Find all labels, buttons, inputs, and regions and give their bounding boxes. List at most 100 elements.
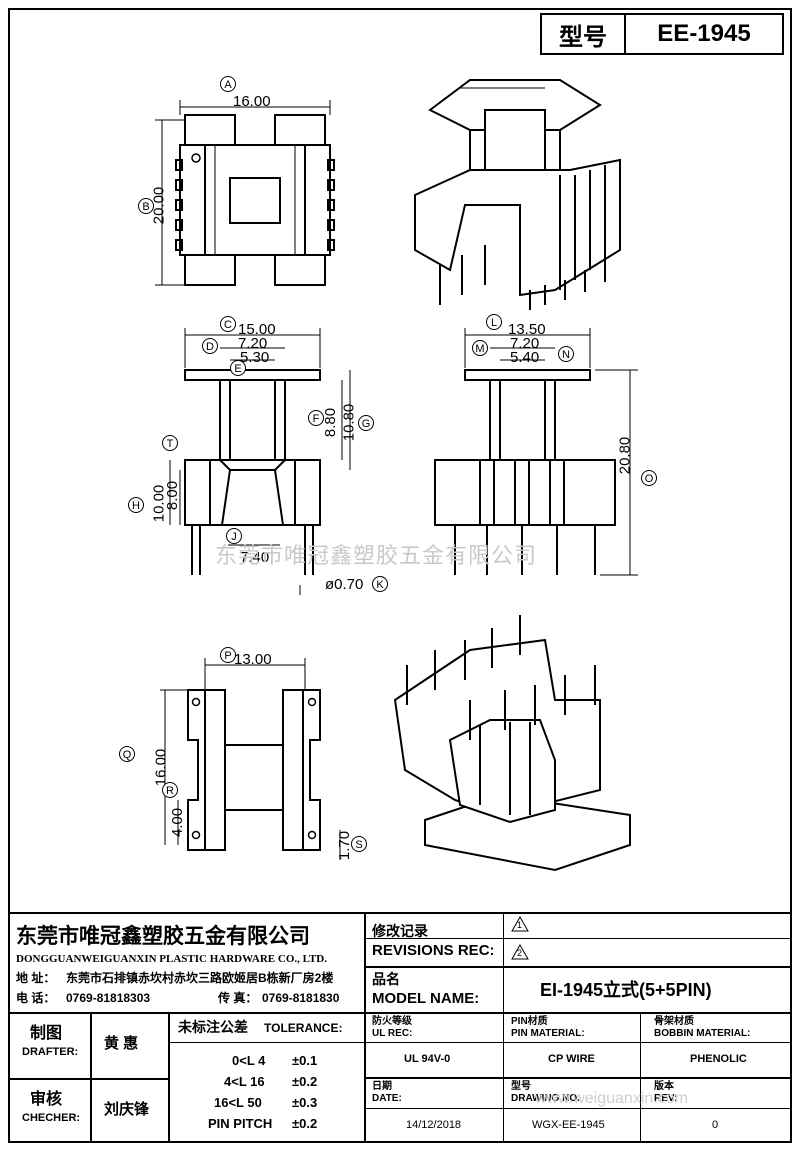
revisions-label-en: REVISIONS REC: <box>372 942 495 959</box>
tb-line-rev <box>364 938 792 939</box>
tol-value-0: ±0.1 <box>292 1053 318 1068</box>
side-view <box>434 369 616 575</box>
drawing-frame <box>8 8 792 1143</box>
dim-S: 1.70 <box>336 830 354 861</box>
pin-label-cn: PIN材质 <box>511 1016 548 1027</box>
dim-N: 5.40 <box>510 349 540 366</box>
drawing-value: WGX-EE-1945 <box>532 1119 605 1131</box>
rev-value: 0 <box>712 1119 719 1131</box>
tol-range-0: 0<L 4 <box>232 1053 266 1068</box>
type-label-cell: 型号 <box>540 13 626 55</box>
revisions-label-cn: 修改记录 <box>372 923 428 939</box>
tol-value-1: ±0.2 <box>292 1074 318 1089</box>
dim-D: 7.20 <box>238 335 268 352</box>
fax-label: 传 真： <box>218 991 258 1005</box>
bobbin-label-cn: 骨架材质 <box>654 1016 694 1027</box>
tb-vdiv-drafter <box>90 1012 92 1143</box>
bottom-view <box>187 689 321 851</box>
tb-vdiv-rev <box>503 912 504 966</box>
ul-value: UL 94V-0 <box>404 1053 451 1065</box>
dim-H: 10.00 <box>150 484 168 523</box>
label-R: R <box>162 782 178 798</box>
label-B: B <box>138 198 154 214</box>
tol-value-2: ±0.3 <box>292 1095 318 1110</box>
label-S: S <box>351 836 367 852</box>
tb-line-drafter <box>8 1078 168 1080</box>
iso-view-1 <box>414 79 621 310</box>
address: 东莞市石排镇赤坎村赤坎三路欧姬居B栋新厂房2楼 <box>66 971 334 985</box>
tolerance-title-cn: 未标注公差 <box>178 1019 248 1035</box>
label-L: L <box>486 314 502 330</box>
date-label-en: DATE: <box>372 1093 402 1104</box>
revision-mark-1: 1 <box>511 915 529 932</box>
tb-line-spec3 <box>364 1108 792 1109</box>
tol-range-1: 4<L 16 <box>224 1074 265 1089</box>
front-view <box>184 369 321 575</box>
iso-view-2 <box>393 615 631 872</box>
tb-top-line <box>8 912 792 914</box>
date-value: 14/12/2018 <box>406 1119 462 1131</box>
bobbin-label-en: BOBBIN MATERIAL: <box>654 1028 751 1039</box>
tb-vdiv-1 <box>364 912 366 1012</box>
ul-label-cn: 防火等级 <box>372 1016 412 1027</box>
tb-line-mid <box>8 1012 792 1014</box>
tb-line-spec2 <box>364 1077 792 1079</box>
label-M: M <box>472 340 488 356</box>
fax: 0769-8181830 <box>262 991 340 1005</box>
label-E: E <box>230 360 246 376</box>
tolerance-title-en: TOLERANCE: <box>264 1021 343 1035</box>
label-A: A <box>220 76 236 92</box>
checker-label-en: CHECHER: <box>22 1112 81 1124</box>
tol-range-2: 16<L 50 <box>214 1095 262 1110</box>
checker-name: 刘庆锋 <box>104 1101 150 1118</box>
tel-label: 电 话： <box>16 991 56 1005</box>
drawing-label-cn: 型号 <box>511 1081 531 1092</box>
tb-vdiv-tol <box>168 1012 170 1143</box>
label-N: N <box>558 346 574 362</box>
model-label-en: MODEL NAME: <box>372 990 480 1007</box>
dim-F: 8.80 <box>322 407 340 438</box>
tol-range-3: PIN PITCH <box>208 1116 273 1131</box>
rev-label-en: REV: <box>654 1093 678 1104</box>
tb-line-model <box>364 966 792 968</box>
checker-label-cn: 审核 <box>30 1091 63 1108</box>
label-G: G <box>358 415 374 431</box>
bobbin-value: PHENOLIC <box>690 1053 747 1065</box>
rev-label-cn: 版本 <box>654 1081 674 1092</box>
label-F: F <box>308 410 324 426</box>
tb-line-spec1 <box>364 1042 792 1043</box>
dim-J: 7.40 <box>240 549 270 566</box>
label-O: O <box>641 470 657 486</box>
dim-Q: 16.00 <box>152 748 170 787</box>
label-D: D <box>202 338 218 354</box>
tel: 0769-81818303 <box>66 991 151 1005</box>
label-T: T <box>162 435 178 451</box>
dim-K: ø0.70 <box>325 576 364 593</box>
dim-P: 13.00 <box>234 651 272 668</box>
company-name-cn: 东莞市唯冠鑫塑胶五金有限公司 <box>16 925 310 948</box>
watermark-text: 东莞市唯冠鑫塑胶五金有限公司 <box>215 543 538 568</box>
technical-drawings <box>155 79 638 872</box>
company-name-en: DONGGUANWEIGUANXIN PLASTIC HARDWARE CO.,… <box>16 953 327 965</box>
revision-mark-2: 2 <box>511 943 529 960</box>
tb-vdiv-model <box>503 966 504 1012</box>
dim-O: 20.80 <box>616 436 634 475</box>
drawing-label-en: DRAWING NO. <box>511 1093 580 1104</box>
label-H: H <box>128 497 144 513</box>
pin-value: CP WIRE <box>548 1053 595 1065</box>
drafter-name: 黄 惠 <box>104 1035 139 1052</box>
dim-C: 15.00 <box>238 321 276 338</box>
dim-A: 16.00 <box>233 93 271 110</box>
drafter-label-en: DRAFTER: <box>22 1046 79 1058</box>
model-label-cn: 品名 <box>372 971 400 987</box>
dim-T: 8.00 <box>164 480 182 511</box>
dim-G: 10.80 <box>340 403 358 442</box>
label-P: P <box>220 647 236 663</box>
tol-value-3: ±0.2 <box>292 1116 318 1131</box>
type-value-cell: EE-1945 <box>624 13 784 55</box>
label-K: K <box>372 576 388 592</box>
address-label: 地 址： <box>16 971 56 985</box>
top-view <box>175 114 335 286</box>
model-value: EI-1945立式(5+5PIN) <box>540 980 712 1000</box>
dim-M: 7.20 <box>510 335 540 352</box>
